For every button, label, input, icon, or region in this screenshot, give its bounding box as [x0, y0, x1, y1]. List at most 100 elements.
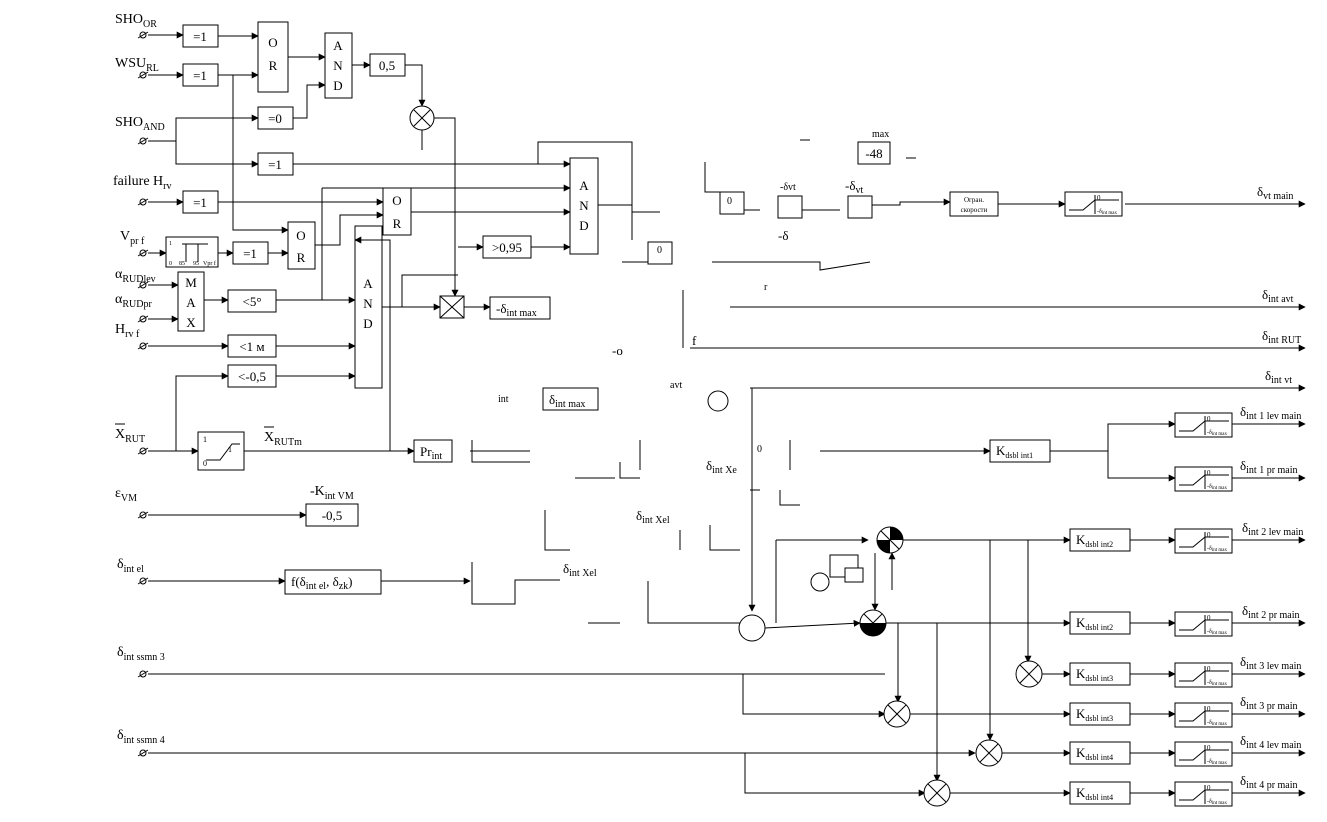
block-ltm05: <-0,5	[227, 364, 277, 388]
terminal-ssmn4	[137, 749, 149, 757]
block-ogran: Огран. скорости	[949, 191, 999, 217]
svg-text:r: r	[764, 282, 768, 293]
terminal-wsu-rl	[137, 71, 149, 79]
wires-left	[148, 31, 976, 757]
block-xrut-limiter: 1 0 1	[197, 431, 245, 471]
block-switch-x	[439, 295, 465, 319]
output-label-3: δint RUT	[1262, 328, 1301, 346]
svg-text:N: N	[579, 198, 589, 213]
svg-text:85: 85	[179, 261, 185, 267]
svg-text:=1: =1	[243, 246, 257, 261]
sum-node-lower-left	[738, 614, 766, 642]
svg-text:=1: =1	[193, 68, 207, 83]
svg-text:-δint max: -δint max	[1207, 759, 1227, 766]
svg-text:0: 0	[1207, 531, 1211, 539]
svg-text:avt: avt	[670, 380, 682, 391]
k-gain-block-1: Kdsbl int1	[989, 439, 1051, 463]
k-gain-block-2: Kdsbl int2	[1069, 528, 1131, 552]
svg-text:A: A	[186, 295, 196, 310]
svg-text:0: 0	[203, 459, 207, 468]
k-gain-block-3: Kdsbl int2	[1069, 611, 1131, 635]
sum-node-int2-pr	[859, 609, 887, 637]
svg-text:M: M	[185, 275, 197, 290]
block-max: M A X	[177, 271, 205, 332]
terminal-eps	[137, 511, 149, 519]
svg-text:1: 1	[228, 445, 232, 454]
output-label-4: δint vt	[1265, 368, 1292, 386]
wires-right	[470, 197, 1306, 797]
limiter-block-5: 0 -δint max	[1174, 611, 1233, 637]
svg-text:-0,5: -0,5	[322, 508, 343, 523]
block-gain-05: 0,5	[369, 53, 406, 77]
svg-text:Kdsbl int3: Kdsbl int3	[1076, 706, 1113, 723]
svg-text:O: O	[392, 193, 401, 208]
input-eps-vm-label: εVM	[115, 486, 137, 504]
svg-text:1: 1	[169, 241, 172, 247]
output-label-8: δint 2 pr main	[1242, 603, 1300, 621]
block-eq1-failure: =1	[182, 190, 219, 214]
block-gt095: >0,95	[482, 235, 532, 259]
svg-text:<5°: <5°	[242, 294, 261, 309]
svg-text:-δint max: -δint max	[1207, 484, 1227, 491]
svg-text:0: 0	[1207, 744, 1211, 752]
output-label-7: δint 2 lev main	[1242, 520, 1303, 538]
svg-text:δint Xel: δint Xel	[563, 561, 597, 579]
output-label-5: δint 1 lev main	[1240, 404, 1301, 422]
svg-text:Print: Print	[420, 444, 442, 462]
svg-text:-δint max: -δint max	[1207, 629, 1227, 636]
svg-text:1: 1	[203, 435, 207, 444]
limiter-block-4: 0-δint max	[1174, 528, 1233, 554]
svg-text:0: 0	[1207, 784, 1211, 792]
svg-text:-δint max: -δint max	[1207, 720, 1227, 727]
svg-text:0: 0	[1207, 614, 1211, 622]
block-eq1-sho-and: =1	[257, 152, 294, 176]
terminal-hrv	[137, 342, 149, 350]
block-and-big: A N D	[354, 225, 383, 389]
svg-text:-o: -o	[612, 343, 623, 358]
input-delta-int-el-label: δint el	[117, 557, 144, 575]
svg-text:<1 м: <1 м	[239, 339, 264, 354]
svg-text:<-0,5: <-0,5	[238, 369, 266, 384]
output-label-12: δint 4 pr main	[1240, 773, 1298, 791]
svg-text:f: f	[692, 333, 697, 348]
svg-text:=0: =0	[268, 111, 282, 126]
svg-text:-δint max: -δint max	[1097, 209, 1117, 216]
svg-text:Kdsbl int3: Kdsbl int3	[1076, 666, 1113, 683]
k-gain-block-7: Kdsbl int4	[1069, 781, 1131, 805]
svg-text:скорости: скорости	[961, 206, 988, 214]
svg-text:-δvt: -δvt	[780, 182, 796, 193]
svg-text:0: 0	[1207, 415, 1211, 423]
svg-text:>0,95: >0,95	[492, 240, 522, 255]
limiter-blocks: 0 -δint max 0 -δint max 0 -δint max 0 -δint max…	[1064, 191, 1233, 807]
multiplier-top	[409, 105, 435, 131]
terminal-alpha-lev	[137, 281, 149, 289]
block-eq1-sho-or: =1	[182, 24, 219, 48]
svg-text:f(δint el, δzk): f(δint el, δzk)	[291, 574, 353, 592]
terminal-alpha-pr	[137, 315, 149, 323]
svg-text:-δint max: -δint max	[1207, 799, 1227, 806]
svg-text:Kdsbl int2: Kdsbl int2	[1076, 615, 1113, 632]
limiter-block-9: 0 -δint max	[1174, 781, 1233, 807]
svg-text:0: 0	[169, 261, 172, 267]
svg-text:-48: -48	[865, 146, 882, 161]
svg-text:Vpr f: Vpr f	[203, 260, 216, 267]
block-or-top: O R	[257, 21, 289, 93]
input-vpr-f-label: Vpr f	[120, 229, 145, 247]
input-sho-and-label: SHOAND	[115, 115, 165, 133]
terminal-sho-and	[137, 137, 149, 145]
block-or-vpr: O R	[287, 221, 316, 270]
input-x-rut-label: XRUT	[115, 427, 145, 445]
terminal-sho-or	[137, 31, 149, 39]
block-lt1m: <1 м	[227, 334, 277, 358]
output-label-2: δint avt	[1262, 287, 1294, 305]
fragment-layer: 0 -δvt -δvt 0 -δ r -o f avt int δint max…	[471, 139, 916, 624]
svg-text:-δint max: -δint max	[496, 301, 537, 319]
svg-text:0: 0	[1097, 194, 1101, 202]
svg-text:A: A	[333, 38, 343, 53]
k-gain-block-4: Kdsbl int3	[1069, 662, 1131, 686]
svg-text:int: int	[498, 394, 509, 405]
block-or-mid: O R	[382, 187, 412, 236]
svg-text:0: 0	[1207, 469, 1211, 477]
x-rut-m-label: XRUTm	[264, 430, 302, 448]
